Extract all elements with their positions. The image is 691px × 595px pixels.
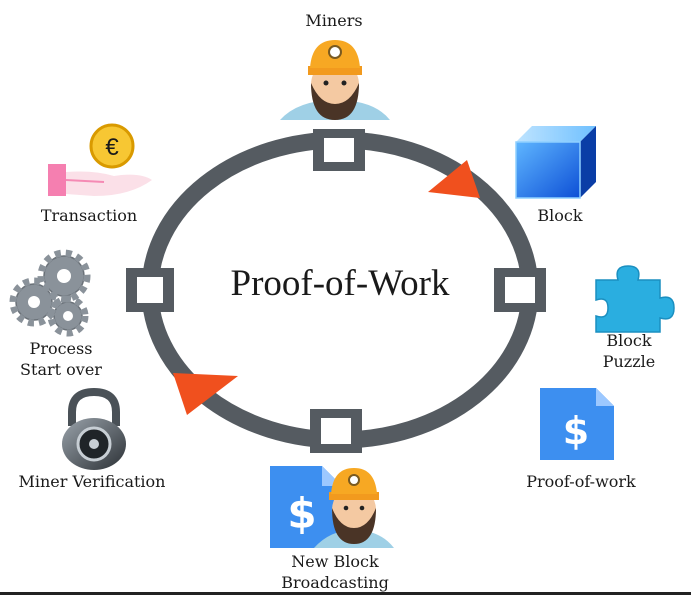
node-label-proof-of-work: Proof-of-work [526, 472, 636, 491]
node-label-miner-verification: Miner Verification [18, 472, 166, 491]
node-label-miners: Miners [305, 11, 363, 30]
diagram-title: Proof-of-Work [230, 263, 450, 304]
bottom-border [0, 592, 691, 595]
puzzle-piece-icon [595, 265, 675, 333]
gears-icon [9, 249, 91, 337]
svg-text:€: € [105, 134, 119, 161]
node-label-block: Block [537, 206, 583, 225]
cycle-arrow-bottom-left [173, 373, 238, 415]
cycle-arrow-top-right [428, 160, 480, 198]
cube-icon [515, 126, 596, 199]
miner-icon [280, 40, 390, 120]
node-label-transaction: Transaction [40, 206, 138, 225]
euro-coin-hand-icon: € [48, 123, 152, 196]
padlock-icon [62, 387, 126, 470]
svg-text:$: $ [563, 409, 589, 453]
dollar-document-miner-icon: $ [270, 466, 394, 548]
svg-text:$: $ [287, 489, 316, 538]
dollar-document-icon: $ [540, 388, 614, 460]
